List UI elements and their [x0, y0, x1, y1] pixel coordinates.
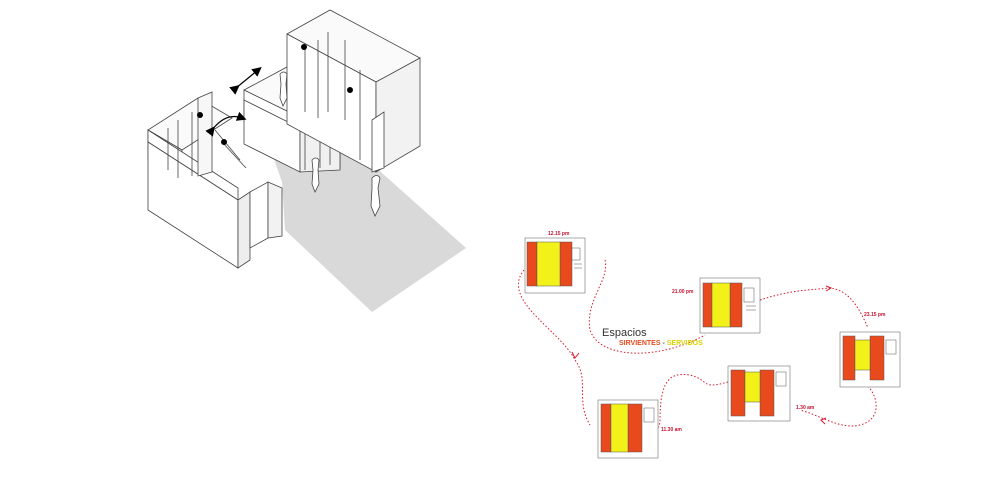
floor-plan-4 [727, 365, 791, 422]
pivot-dot-1 [197, 112, 203, 118]
route-arrow-2 [825, 285, 833, 292]
time-label-5: 11.30 am [661, 427, 682, 433]
pivot-dot-4 [347, 87, 353, 93]
time-label-2: 21.00 pm [672, 289, 694, 295]
legend-separator: - [660, 340, 667, 347]
route-arrow-1 [571, 351, 580, 359]
floor-plan-3 [839, 331, 901, 388]
pivot-dot-3 [301, 44, 307, 50]
figure-person-2 [311, 157, 320, 193]
move-arrow-1 [229, 66, 262, 95]
floor-plan-1 [524, 237, 586, 294]
floor-plan-5 [597, 399, 659, 459]
figure-person-1 [370, 175, 381, 217]
legend-served-label: SERVIDOS [666, 340, 703, 347]
move-arrow-2 [205, 111, 247, 137]
time-label-4: 1.30 am [796, 405, 815, 411]
pivot-dot-2 [221, 139, 227, 145]
floor-plan-2 [699, 277, 761, 334]
time-label-1: 12.15 pm [548, 231, 570, 237]
legend-serving-label: SIRVIENTES [619, 340, 661, 347]
axonometric-drawing [147, 9, 466, 312]
time-label-3: 23.15 pm [864, 312, 886, 318]
figure-person-3 [279, 71, 288, 107]
legend-title: Espacios [602, 327, 647, 339]
legend-line: SIRVIENTES - SERVIDOS [619, 340, 703, 347]
route-arrow-3 [820, 417, 827, 425]
